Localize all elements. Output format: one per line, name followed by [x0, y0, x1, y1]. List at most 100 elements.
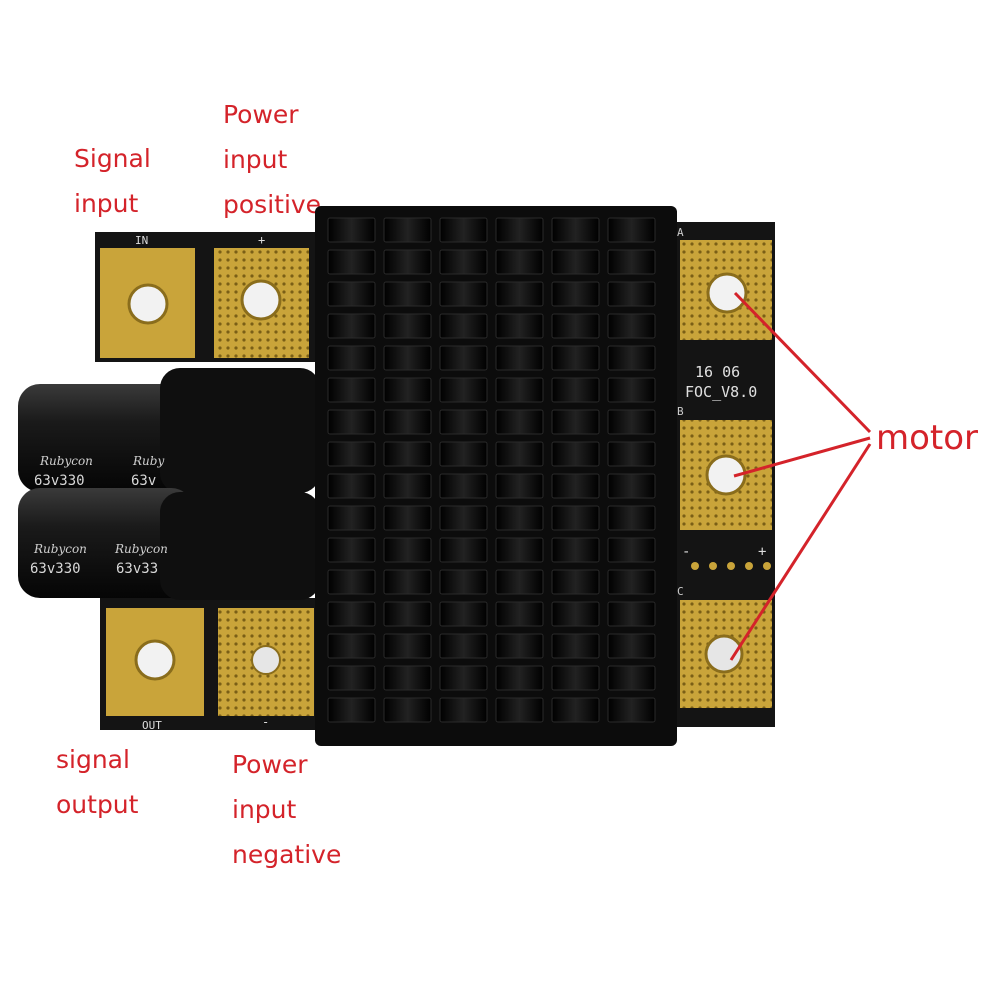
- heatsink-fin: [607, 281, 656, 307]
- heatsink-fin: [551, 217, 600, 243]
- heatsink-fin: [607, 473, 656, 499]
- heatsink-fin: [327, 473, 376, 499]
- signal-output-label: signal output: [56, 745, 139, 819]
- heatsink-fin: [551, 377, 600, 403]
- heatsink-fin: [439, 633, 488, 659]
- heatsink-fin: [439, 249, 488, 275]
- heatsink-fin: [383, 345, 432, 371]
- heatsink-fin: [495, 697, 544, 723]
- heatsink-fin: [327, 217, 376, 243]
- heatsink-fin: [495, 345, 544, 371]
- out-mark: OUT: [142, 719, 162, 732]
- heatsink-fin: [383, 473, 432, 499]
- heatsink-fin: [607, 537, 656, 563]
- heatsink-fin: [383, 537, 432, 563]
- heatsink-fin: [327, 537, 376, 563]
- heatsink-fin: [551, 345, 600, 371]
- heatsink-fin: [495, 569, 544, 595]
- power-negative-pad: [218, 608, 314, 716]
- heatsink-fin: [551, 665, 600, 691]
- motor-pad-b: [680, 420, 772, 530]
- heatsink-fin: [495, 633, 544, 659]
- motor-label: motor: [876, 418, 979, 458]
- signal-output-pad: [106, 608, 204, 716]
- heatsink-fin: [551, 569, 600, 595]
- heatsink-fin: [383, 377, 432, 403]
- heatsink-fin: [327, 665, 376, 691]
- plus-mark: +: [258, 233, 265, 247]
- heatsink-fin: [439, 441, 488, 467]
- heatsink-fin: [327, 281, 376, 307]
- heatsink-fin: [327, 249, 376, 275]
- minus-mark: -: [262, 715, 269, 729]
- heatsink-fin: [327, 569, 376, 595]
- heatsink-fin: [439, 505, 488, 531]
- heatsink-fin: [383, 665, 432, 691]
- capacitor-bottom-rating: 63v330: [30, 561, 81, 577]
- heatsink-fin: [495, 441, 544, 467]
- heatsink: [315, 206, 677, 746]
- board-code-line1: 16 06: [695, 363, 740, 381]
- signal-input-pad: [100, 248, 195, 358]
- in-mark: IN: [135, 234, 148, 247]
- heatsink-fin: [383, 217, 432, 243]
- heatsink-fin: [383, 313, 432, 339]
- heatsink-fin: [383, 441, 432, 467]
- heatsink-fin: [495, 409, 544, 435]
- heatsink-fin: [607, 377, 656, 403]
- heatsink-fin: [551, 409, 600, 435]
- heatsink-fin: [607, 345, 656, 371]
- heatsink-fin: [383, 601, 432, 627]
- heatsink-fin: [607, 633, 656, 659]
- heatsink-fin: [551, 505, 600, 531]
- power-positive-pad: [214, 248, 309, 358]
- heatsink-fin: [551, 473, 600, 499]
- heatsink-fin: [495, 313, 544, 339]
- heatsink-fin: [439, 665, 488, 691]
- heatsink-fin: [607, 505, 656, 531]
- heatsink-fin: [495, 281, 544, 307]
- capacitor-top-brand-2: Ruby: [132, 454, 164, 468]
- capacitor-top: Rubycon Ruby 63v330 63v: [18, 368, 320, 493]
- capacitor-top-rating-2: 63v: [131, 473, 156, 489]
- capacitor-top-rating: 63v330: [34, 473, 85, 489]
- heatsink-fin: [495, 473, 544, 499]
- heatsink-fin: [495, 377, 544, 403]
- connector-minus-mark: -: [682, 544, 690, 560]
- heatsink-fin: [607, 569, 656, 595]
- heatsink-fin: [327, 505, 376, 531]
- heatsink-fin: [327, 441, 376, 467]
- heatsink-fin: [439, 313, 488, 339]
- heatsink-fin: [551, 313, 600, 339]
- heatsink-fin: [383, 697, 432, 723]
- capacitor-bottom: Rubycon Rubycon 63v330 63v33: [18, 488, 320, 600]
- capacitor-top-brand: Rubycon: [39, 454, 93, 468]
- heatsink-fin: [551, 441, 600, 467]
- heatsink-fin: [495, 217, 544, 243]
- heatsink-fin: [327, 377, 376, 403]
- heatsink-fin: [383, 409, 432, 435]
- heatsink-fin: [439, 697, 488, 723]
- capacitor-bottom-brand: Rubycon: [33, 542, 87, 556]
- board-code-line2: FOC_V8.0: [685, 383, 757, 401]
- heatsink-fin: [439, 473, 488, 499]
- phase-b-mark: B: [677, 405, 684, 418]
- heatsink-fin: [439, 601, 488, 627]
- heatsink-fin: [551, 537, 600, 563]
- heatsink-fin: [607, 665, 656, 691]
- heatsink-fin: [383, 281, 432, 307]
- heatsink-fin: [327, 633, 376, 659]
- heatsink-fin: [383, 569, 432, 595]
- heatsink-fin: [607, 409, 656, 435]
- capacitor-bottom-brand-2: Rubycon: [114, 542, 168, 556]
- motor-pad-a: [680, 240, 772, 340]
- heatsink-fin: [383, 249, 432, 275]
- heatsink-fin: [439, 217, 488, 243]
- heatsink-fin: [327, 345, 376, 371]
- heatsink-fin: [439, 409, 488, 435]
- phase-a-mark: A: [677, 226, 684, 239]
- heatsink-fin: [439, 345, 488, 371]
- heatsink-fin: [551, 249, 600, 275]
- heatsink-fin: [607, 313, 656, 339]
